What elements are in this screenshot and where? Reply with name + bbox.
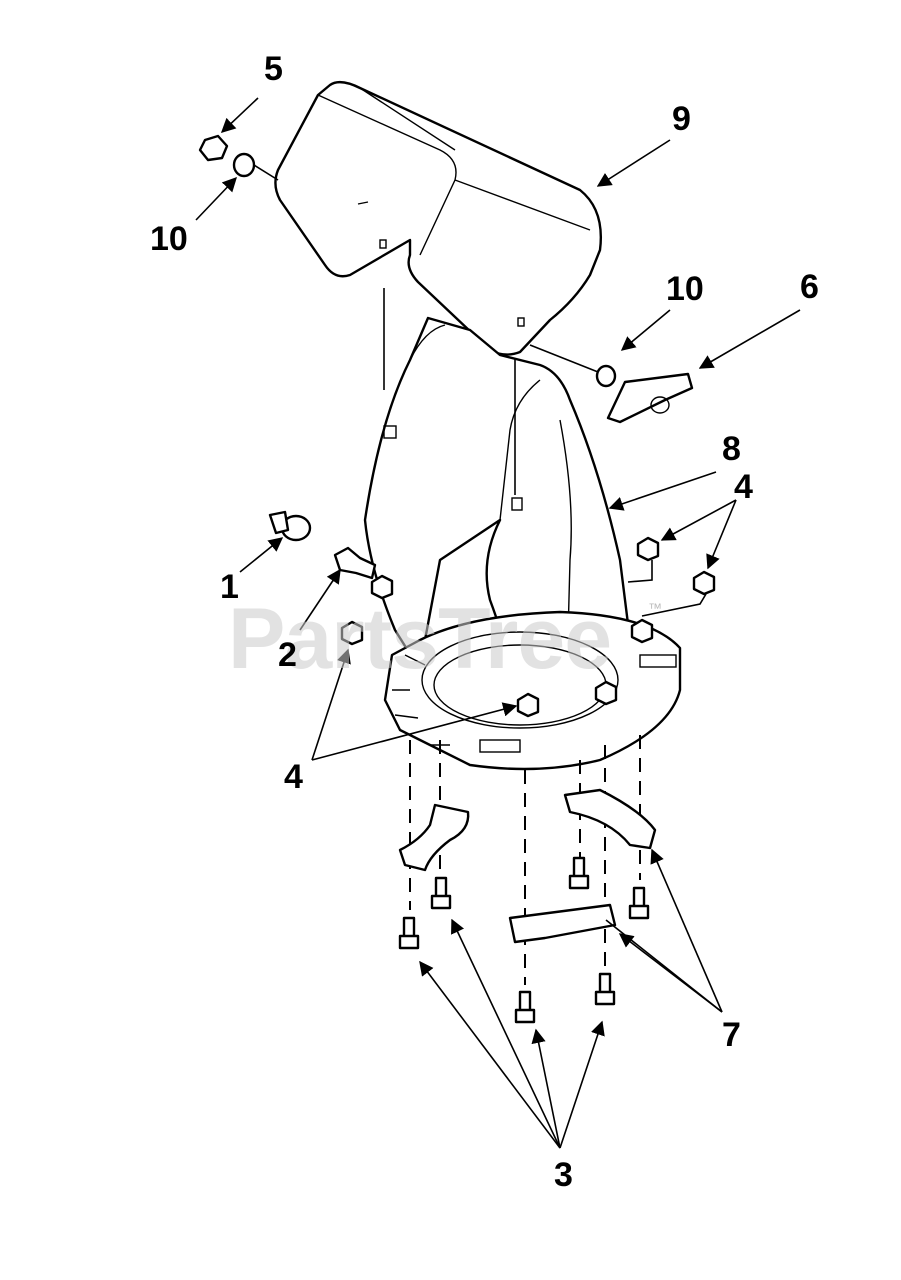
chute-deflector [274, 80, 602, 356]
callout-7: 7 [722, 1016, 741, 1054]
hardware [198, 134, 716, 1024]
chute-base-ring [383, 610, 682, 771]
callout-3: 3 [554, 1156, 573, 1194]
assembly-lines [409, 735, 641, 985]
watermark: PartsTree [228, 596, 612, 682]
callout-4: 4 [284, 758, 303, 796]
callout-10: 10 [666, 270, 704, 308]
callout-6: 6 [800, 268, 819, 306]
callout-arrows [195, 97, 801, 1149]
callout-10: 10 [150, 220, 188, 258]
callout-1: 1 [220, 568, 239, 606]
callout-4: 4 [734, 468, 753, 506]
watermark-text: PartsTree [228, 591, 612, 687]
bolts-3 [398, 856, 650, 1024]
callout-9: 9 [672, 100, 691, 138]
clamp-brackets [398, 788, 657, 944]
callout-2: 2 [278, 636, 297, 674]
callout-8: 8 [722, 430, 741, 468]
trademark-symbol: ™ [648, 600, 662, 616]
callout-5: 5 [264, 50, 283, 88]
